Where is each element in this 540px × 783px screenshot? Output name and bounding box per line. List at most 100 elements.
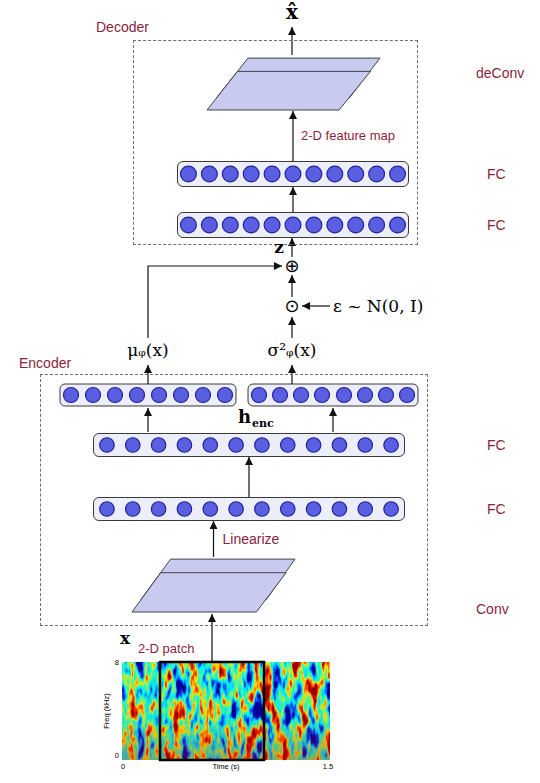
connector-arrow — [248, 457, 249, 497]
neuron — [264, 166, 280, 182]
neuron — [203, 502, 218, 517]
neuron — [255, 438, 270, 453]
neuron — [218, 388, 233, 403]
text-holder: Encoder — [19, 355, 71, 371]
connector-arrow — [291, 275, 292, 297]
spectrogram-shade — [122, 662, 330, 760]
input-caption: 2-D patch — [138, 642, 194, 657]
text-holder: 2-D patch — [138, 642, 194, 657]
text-holder: x — [120, 629, 130, 649]
layer-type: FC — [487, 217, 506, 233]
neuron — [332, 502, 347, 517]
input-symbol: x — [120, 629, 130, 649]
text-holder: Conv — [476, 601, 509, 617]
layer-type: Conv — [476, 601, 509, 617]
text-holder: 0 — [115, 752, 119, 760]
neuron — [125, 502, 140, 517]
feature-map-stack — [206, 56, 381, 111]
feature-map-plane — [132, 573, 286, 612]
neuron — [222, 217, 238, 233]
neuron — [285, 166, 301, 182]
group-heading: Encoder — [19, 355, 71, 371]
neuron — [306, 217, 322, 233]
noise-arrow — [302, 305, 330, 306]
neuron — [358, 438, 373, 453]
feature-map: deConv — [206, 56, 381, 111]
neuron-row — [94, 498, 404, 520]
feature-map-plane — [207, 71, 371, 110]
text-holder: μᵩ(x) — [127, 341, 168, 361]
operator-symbol: ⊙ — [284, 297, 299, 315]
neuron — [358, 502, 373, 517]
connector-arrow — [292, 187, 293, 212]
text-holder: henc — [238, 418, 274, 429]
neuron — [315, 388, 330, 403]
neuron — [177, 502, 192, 517]
neuron — [348, 217, 364, 233]
neuron — [108, 388, 123, 403]
hidden-symbol: henc — [238, 418, 274, 429]
text-holder: ⊕ — [284, 257, 299, 275]
neuron — [306, 438, 321, 453]
text-holder: FC — [487, 437, 506, 453]
variance-layer — [248, 384, 418, 406]
neuron — [174, 388, 189, 403]
neuron — [294, 388, 309, 403]
tick-label: 8 — [115, 659, 119, 667]
neuron — [327, 217, 343, 233]
axis-title: Freq (kHz) — [103, 693, 111, 728]
operator-symbol: ⊕ — [284, 257, 299, 275]
text-holder: Freq (kHz) — [103, 693, 111, 728]
neuron — [369, 217, 385, 233]
text-holder: ⊙ — [284, 297, 299, 315]
neuron — [64, 388, 79, 403]
neuron — [264, 217, 280, 233]
neuron — [130, 388, 145, 403]
neuron — [327, 166, 343, 182]
network-block: FCFCConvEncoder — [40, 374, 428, 626]
neuron — [201, 217, 217, 233]
neuron — [203, 438, 218, 453]
neuron-row — [94, 434, 404, 456]
neuron — [86, 388, 101, 403]
neuron — [400, 388, 415, 403]
operator-node: ⊕ — [284, 257, 299, 275]
text-holder: σ²ᵩ(x) — [268, 341, 317, 361]
variance-to-product-arrow — [291, 317, 292, 338]
neuron — [243, 217, 259, 233]
connector-arrow — [213, 521, 214, 557]
text-holder: deConv — [476, 65, 524, 81]
connector-arrow — [291, 238, 292, 257]
neuron — [390, 217, 406, 233]
connector-label: Linearize — [223, 531, 280, 547]
text-holder: 8 — [115, 659, 119, 667]
text-holder: 2-D feature map — [301, 129, 395, 144]
fc-layer: FC — [93, 497, 405, 521]
patch-selection — [160, 662, 264, 760]
neuron — [390, 166, 406, 182]
output-arrow — [291, 27, 292, 55]
text-holder: FC — [487, 217, 506, 233]
mean-layer — [60, 384, 236, 406]
neuron — [285, 217, 301, 233]
neuron — [337, 388, 352, 403]
neuron — [177, 438, 192, 453]
neuron — [273, 388, 288, 403]
neuron-row — [178, 162, 408, 186]
mean-units — [64, 388, 233, 403]
tick-label: 0 — [121, 763, 125, 771]
output-symbol: x̂ — [286, 1, 298, 24]
neuron — [252, 388, 267, 403]
neuron — [229, 502, 244, 517]
text-holder: Time (s) — [212, 763, 239, 771]
layer-type: FC — [487, 501, 506, 517]
variance-symbol: σ²ᵩ(x) — [268, 341, 317, 361]
neuron — [255, 502, 270, 517]
text-holder: ε ~ N(0, I) — [333, 297, 423, 317]
text-holder: Linearize — [223, 531, 280, 547]
text-holder: Decoder — [96, 19, 149, 35]
noise-formula: ε ~ N(0, I) — [333, 297, 423, 317]
neuron — [306, 502, 321, 517]
